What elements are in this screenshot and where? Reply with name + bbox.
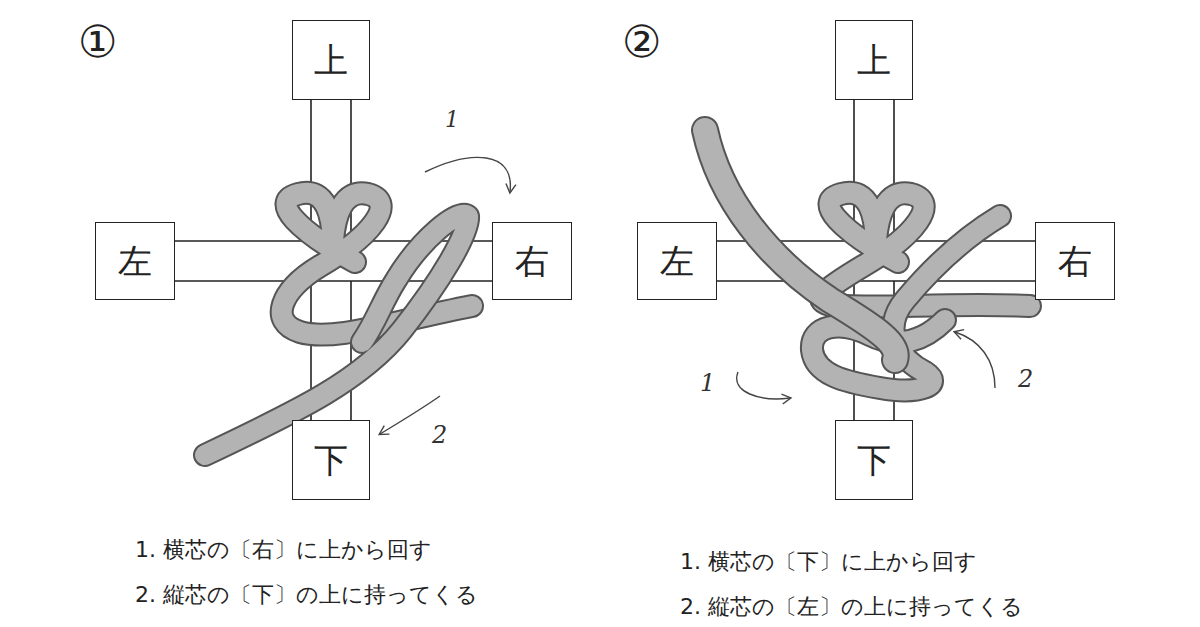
cord-panel-1 [205,193,472,455]
panel-number: ② [622,18,661,66]
direction-text: 上 [314,43,348,77]
direction-text: 上 [857,43,891,77]
cord-panel-2 [705,130,1030,390]
direction-box: 下 [835,420,913,500]
direction-box: 上 [835,20,913,100]
callout-number: 1 [700,370,715,396]
instruction-text: 2. 縦芯の〔左〕の上に持ってくる [680,595,1023,619]
direction-box: 下 [292,420,370,500]
direction-text: 左 [118,244,152,278]
callout-arrows [380,157,995,434]
direction-text: 下 [314,443,348,477]
callout-number: 2 [1018,366,1033,392]
direction-text: 右 [1058,244,1092,278]
panel-number: ① [78,18,117,66]
instruction-text: 1. 横芯の〔右〕に上から回す [135,538,432,562]
direction-box: 右 [1035,222,1115,300]
direction-box: 上 [292,20,370,100]
direction-box: 右 [492,222,572,300]
callout-number: 1 [445,108,459,132]
instruction-text: 2. 縦芯の〔下〕の上に持ってくる [135,583,478,607]
instruction-text: 1. 横芯の〔下〕に上から回す [680,550,977,574]
direction-text: 下 [857,443,891,477]
direction-box: 左 [95,222,175,300]
direction-text: 右 [515,244,549,278]
direction-box: 左 [637,222,717,300]
direction-text: 左 [660,244,694,278]
callout-number: 2 [432,422,447,448]
